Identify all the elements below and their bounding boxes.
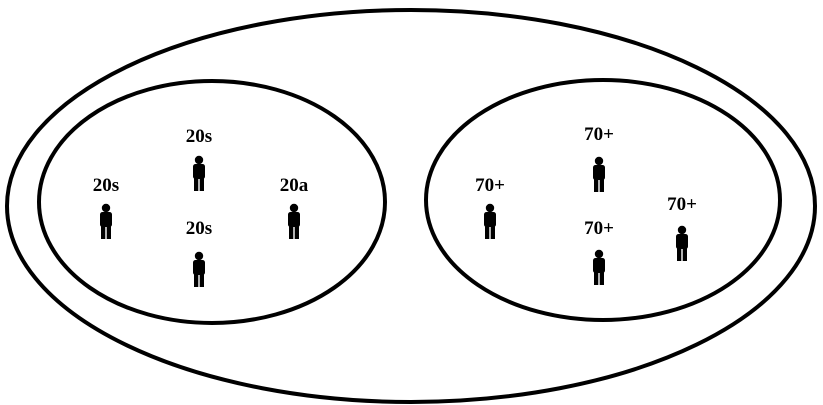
person-icon [593,249,605,285]
person-old-right: 70+ [667,194,697,261]
old-group-ellipse [424,78,782,322]
person-icon [484,203,496,239]
person-label: 20a [280,175,309,196]
person-label: 20s [93,175,119,196]
outer-population-ellipse [5,8,817,404]
young-group-ellipse [37,79,387,325]
person-icon [100,203,112,239]
person-icon [676,225,688,261]
person-icon [193,155,205,191]
person-icon [593,156,605,192]
person-young-bottom: 20s [186,218,212,287]
person-old-top: 70+ [584,124,614,192]
person-icon [193,251,205,287]
person-young-left: 20s [93,175,119,239]
person-old-bottom: 70+ [584,218,614,285]
person-icon [288,203,300,239]
person-label: 20s [186,126,212,147]
person-label: 70+ [667,194,697,215]
person-label: 70+ [584,218,614,239]
person-label: 70+ [475,175,505,196]
old-group: 70+ 70+ 70+ 70+ [475,124,697,285]
person-young-top: 20s [186,126,212,191]
person-label: 70+ [584,124,614,145]
person-young-right: 20a [280,175,309,239]
young-group: 20s 20s 20s 20a [93,126,309,287]
person-label: 20s [186,218,212,239]
person-old-left: 70+ [475,175,505,239]
